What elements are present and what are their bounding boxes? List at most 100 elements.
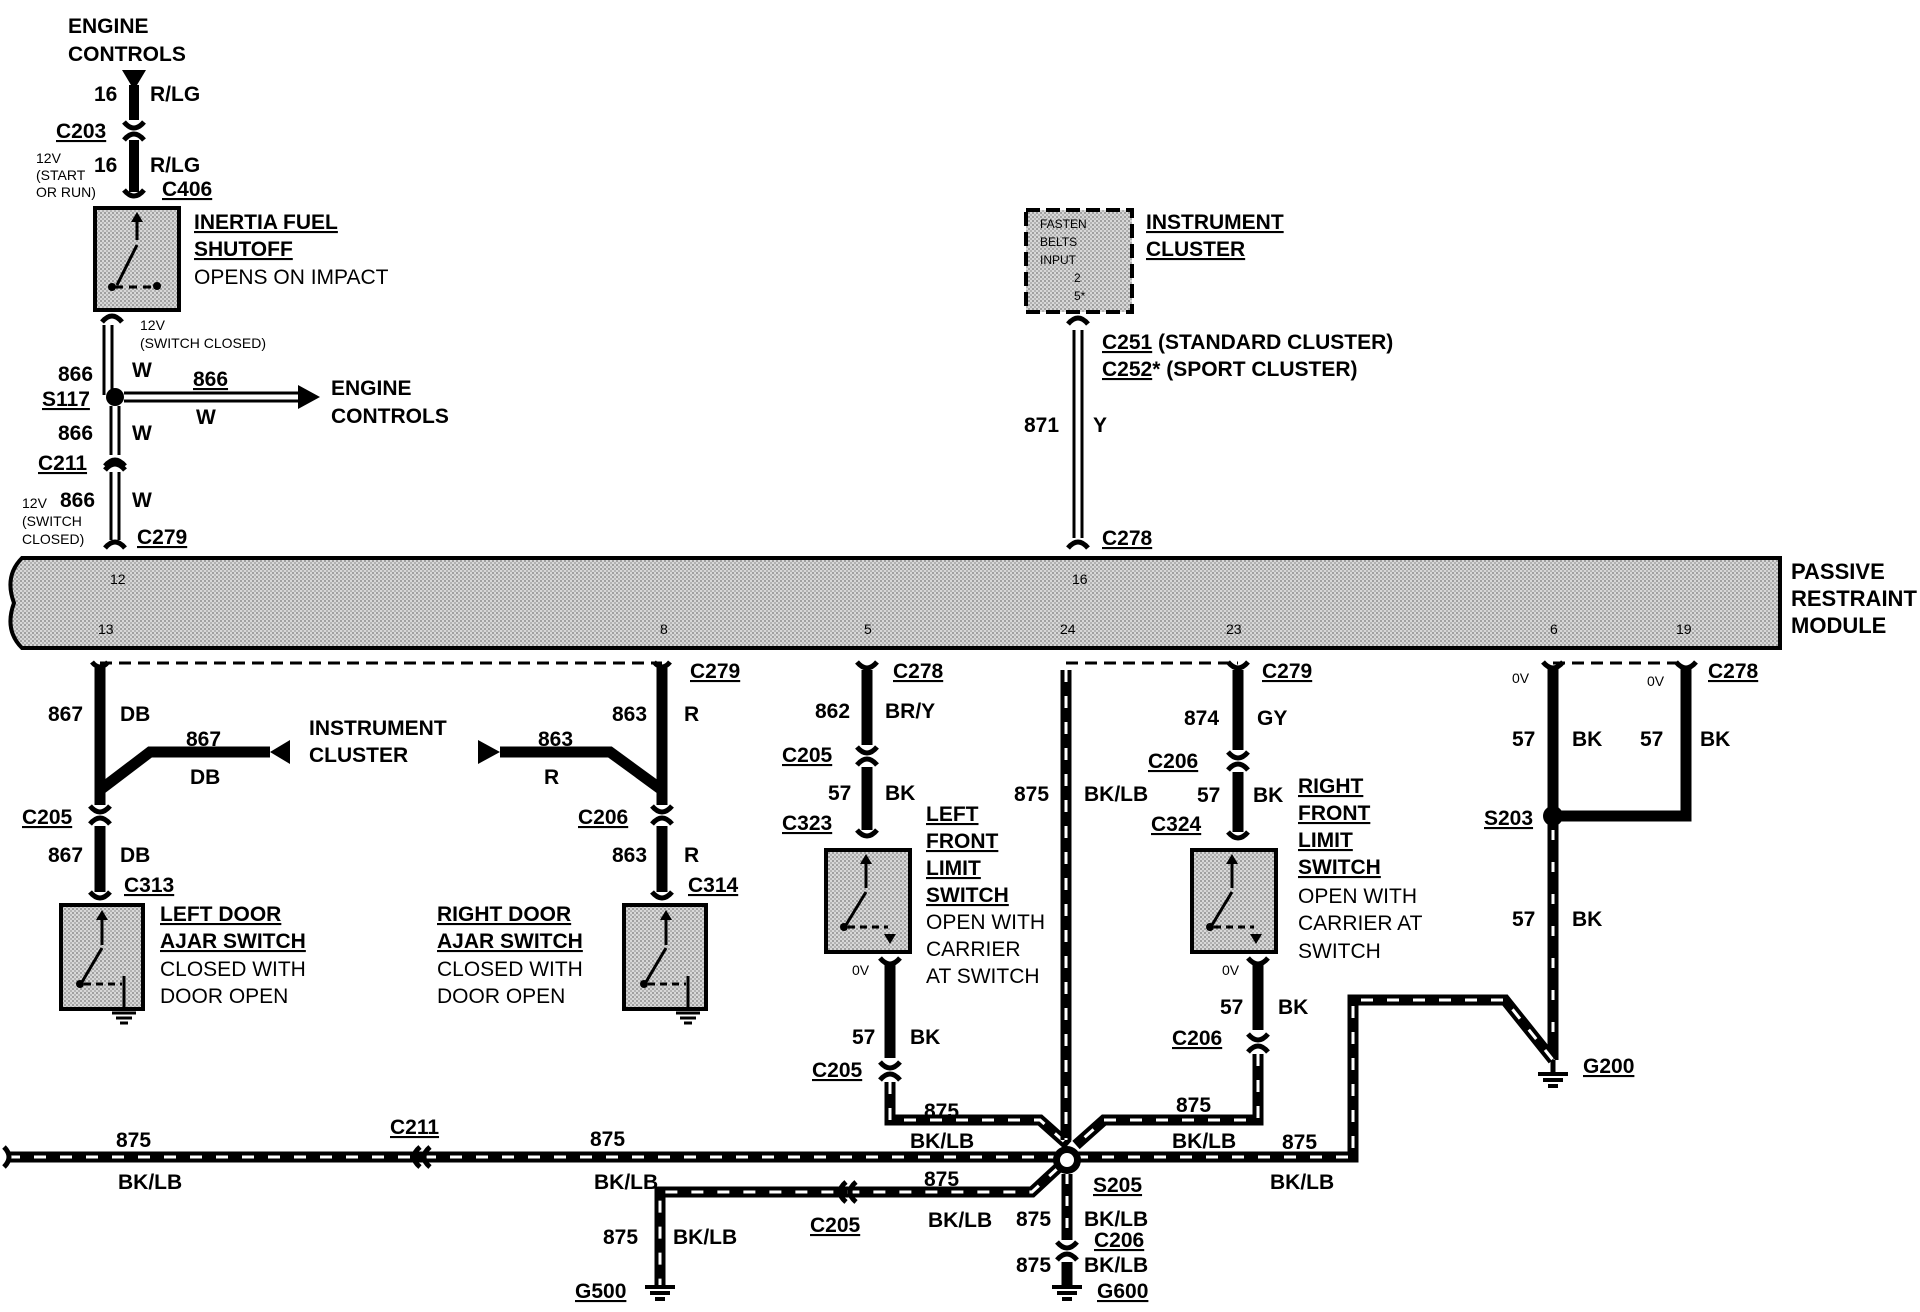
left-door-circuit: 867 DB 867 DB INSTRUMENT CLUSTER C205 86… xyxy=(22,660,447,1025)
voltage-label: 12V xyxy=(36,150,62,166)
engine-controls-label: ENGINE xyxy=(331,377,412,400)
cluster-title: INSTRUMENT xyxy=(1146,211,1284,234)
voltage-label: (SWITCH xyxy=(22,513,82,529)
voltage-label: 0V xyxy=(1222,962,1240,978)
inertia-title: SHUTOFF xyxy=(194,238,293,261)
instrument-cluster-label: CLUSTER xyxy=(309,744,408,767)
wire-color: W xyxy=(132,359,152,382)
connector-symbol xyxy=(1066,539,1090,550)
wire-color: BK xyxy=(1253,784,1283,807)
connector-c252: C252* (SPORT CLUSTER) xyxy=(1102,358,1358,381)
wire-number: 866 xyxy=(193,368,228,391)
module-pin: 12 xyxy=(110,571,126,587)
switch-blade xyxy=(844,891,868,926)
right-door-title: AJAR SWITCH xyxy=(437,930,583,953)
engine-controls-label: ENGINE xyxy=(68,15,149,38)
connector-c206: C206 xyxy=(1172,1027,1222,1050)
wire-color: BK/LB xyxy=(910,1130,974,1153)
wire-color: BK xyxy=(910,1026,940,1049)
ground-g200: G200 xyxy=(1583,1055,1634,1078)
connector-c406: C406 xyxy=(162,178,212,201)
voltage-label: (START xyxy=(36,167,86,183)
instrument-cluster-label: INSTRUMENT xyxy=(309,717,447,740)
connector-c205: C205 xyxy=(22,806,73,829)
splice-label: S205 xyxy=(1093,1174,1142,1197)
voltage-label: OR RUN) xyxy=(36,184,96,200)
cluster-box-text: INPUT xyxy=(1040,253,1077,267)
switch-blade xyxy=(1210,891,1234,926)
ground-g500: G500 xyxy=(575,1280,626,1303)
wire-color: BR/Y xyxy=(885,700,935,723)
left-limit-title: FRONT xyxy=(926,830,998,853)
wire-number: 863 xyxy=(612,703,647,726)
right-limit-title: RIGHT xyxy=(1298,775,1364,798)
engine-controls-feed: ENGINE CONTROLS 16 R/LG C203 12V (START … xyxy=(36,15,212,201)
left-limit-desc: CARRIER xyxy=(926,938,1021,961)
right-limit-desc: SWITCH xyxy=(1298,940,1381,963)
connector-symbol xyxy=(90,660,110,670)
wire-number: 871 xyxy=(1024,414,1059,437)
wire-number: 16 xyxy=(94,83,117,106)
engine-controls-label: CONTROLS xyxy=(331,405,449,428)
connector-c205: C205 xyxy=(810,1214,861,1237)
inertia-fuel-shutoff: INERTIA FUEL SHUTOFF OPENS ON IMPACT 12V… xyxy=(93,206,389,351)
connector-symbol xyxy=(122,131,146,142)
module-pin: 23 xyxy=(1226,621,1242,637)
wire-color: BK xyxy=(1700,728,1730,751)
arrow-right-icon xyxy=(478,740,500,764)
connector-c206: C206 xyxy=(1094,1229,1144,1252)
module-pin: 8 xyxy=(660,621,668,637)
wire-number: 57 xyxy=(1220,996,1243,1019)
arrow-down-icon xyxy=(1250,934,1262,944)
wire-number: 875 xyxy=(1016,1208,1051,1231)
arrow-up-icon xyxy=(1226,854,1238,864)
voltage-label: CLOSED) xyxy=(22,531,84,547)
switch-box xyxy=(824,848,912,954)
module-pin: 13 xyxy=(98,621,114,637)
wire-number: 57 xyxy=(1640,728,1663,751)
wire-number: 867 xyxy=(48,703,83,726)
wire-color: DB xyxy=(120,844,150,867)
wire-color: BK/LB xyxy=(594,1171,658,1194)
arrow-left-icon xyxy=(270,740,290,764)
wire-number: 866 xyxy=(58,363,93,386)
wire-color: R/LG xyxy=(150,154,200,177)
switch-blade xyxy=(80,947,104,983)
connector-c211: C211 xyxy=(390,1116,439,1139)
left-limit-title: LIMIT xyxy=(926,857,981,880)
cluster-box-text: 5* xyxy=(1074,289,1086,303)
wire-number: 875 xyxy=(1282,1131,1317,1154)
wire-color: BK/LB xyxy=(118,1171,182,1194)
wire-color: BK/LB xyxy=(928,1209,992,1232)
wire-color: BK xyxy=(1278,996,1308,1019)
wire-color: W xyxy=(196,406,216,429)
connector-symbol xyxy=(837,1180,848,1204)
right-front-limit-circuit: C279 874 GY C206 57 BK C324 RIGHT FRONT … xyxy=(1072,660,1423,1150)
voltage-label: 12V xyxy=(22,495,48,511)
instrument-cluster-top: FASTEN BELTS INPUT 2 5* INSTRUMENT CLUST… xyxy=(1024,208,1393,550)
wire-color: DB xyxy=(120,703,150,726)
connector-symbol xyxy=(1226,660,1250,671)
connector-c278: C278 xyxy=(1102,527,1153,550)
wire-color: BK/LB xyxy=(1172,1130,1236,1153)
inertia-desc: OPENS ON IMPACT xyxy=(194,266,389,289)
voltage-label: (SWITCH CLOSED) xyxy=(140,335,266,351)
connector-c206: C206 xyxy=(578,806,628,829)
wire-color: BK xyxy=(1572,908,1602,931)
connector-symbol xyxy=(652,660,672,670)
arrow-up-icon xyxy=(860,854,872,864)
connector-c313: C313 xyxy=(124,874,174,897)
module-title: PASSIVE xyxy=(1791,559,1885,584)
wire-number: 866 xyxy=(60,489,95,512)
wire-color: BK xyxy=(1572,728,1602,751)
wire-number: 863 xyxy=(538,728,573,751)
wire-color: R xyxy=(684,844,699,867)
left-limit-desc: AT SWITCH xyxy=(926,965,1040,988)
arrow-right-icon xyxy=(298,385,320,409)
wire-number: 16 xyxy=(94,154,117,177)
connector-symbol xyxy=(103,539,127,550)
engine-controls-label: CONTROLS xyxy=(68,43,186,66)
right-door-title: RIGHT DOOR xyxy=(437,903,571,926)
splice-label: S117 xyxy=(42,388,90,411)
wire-color: BK/LB xyxy=(1084,1208,1148,1231)
